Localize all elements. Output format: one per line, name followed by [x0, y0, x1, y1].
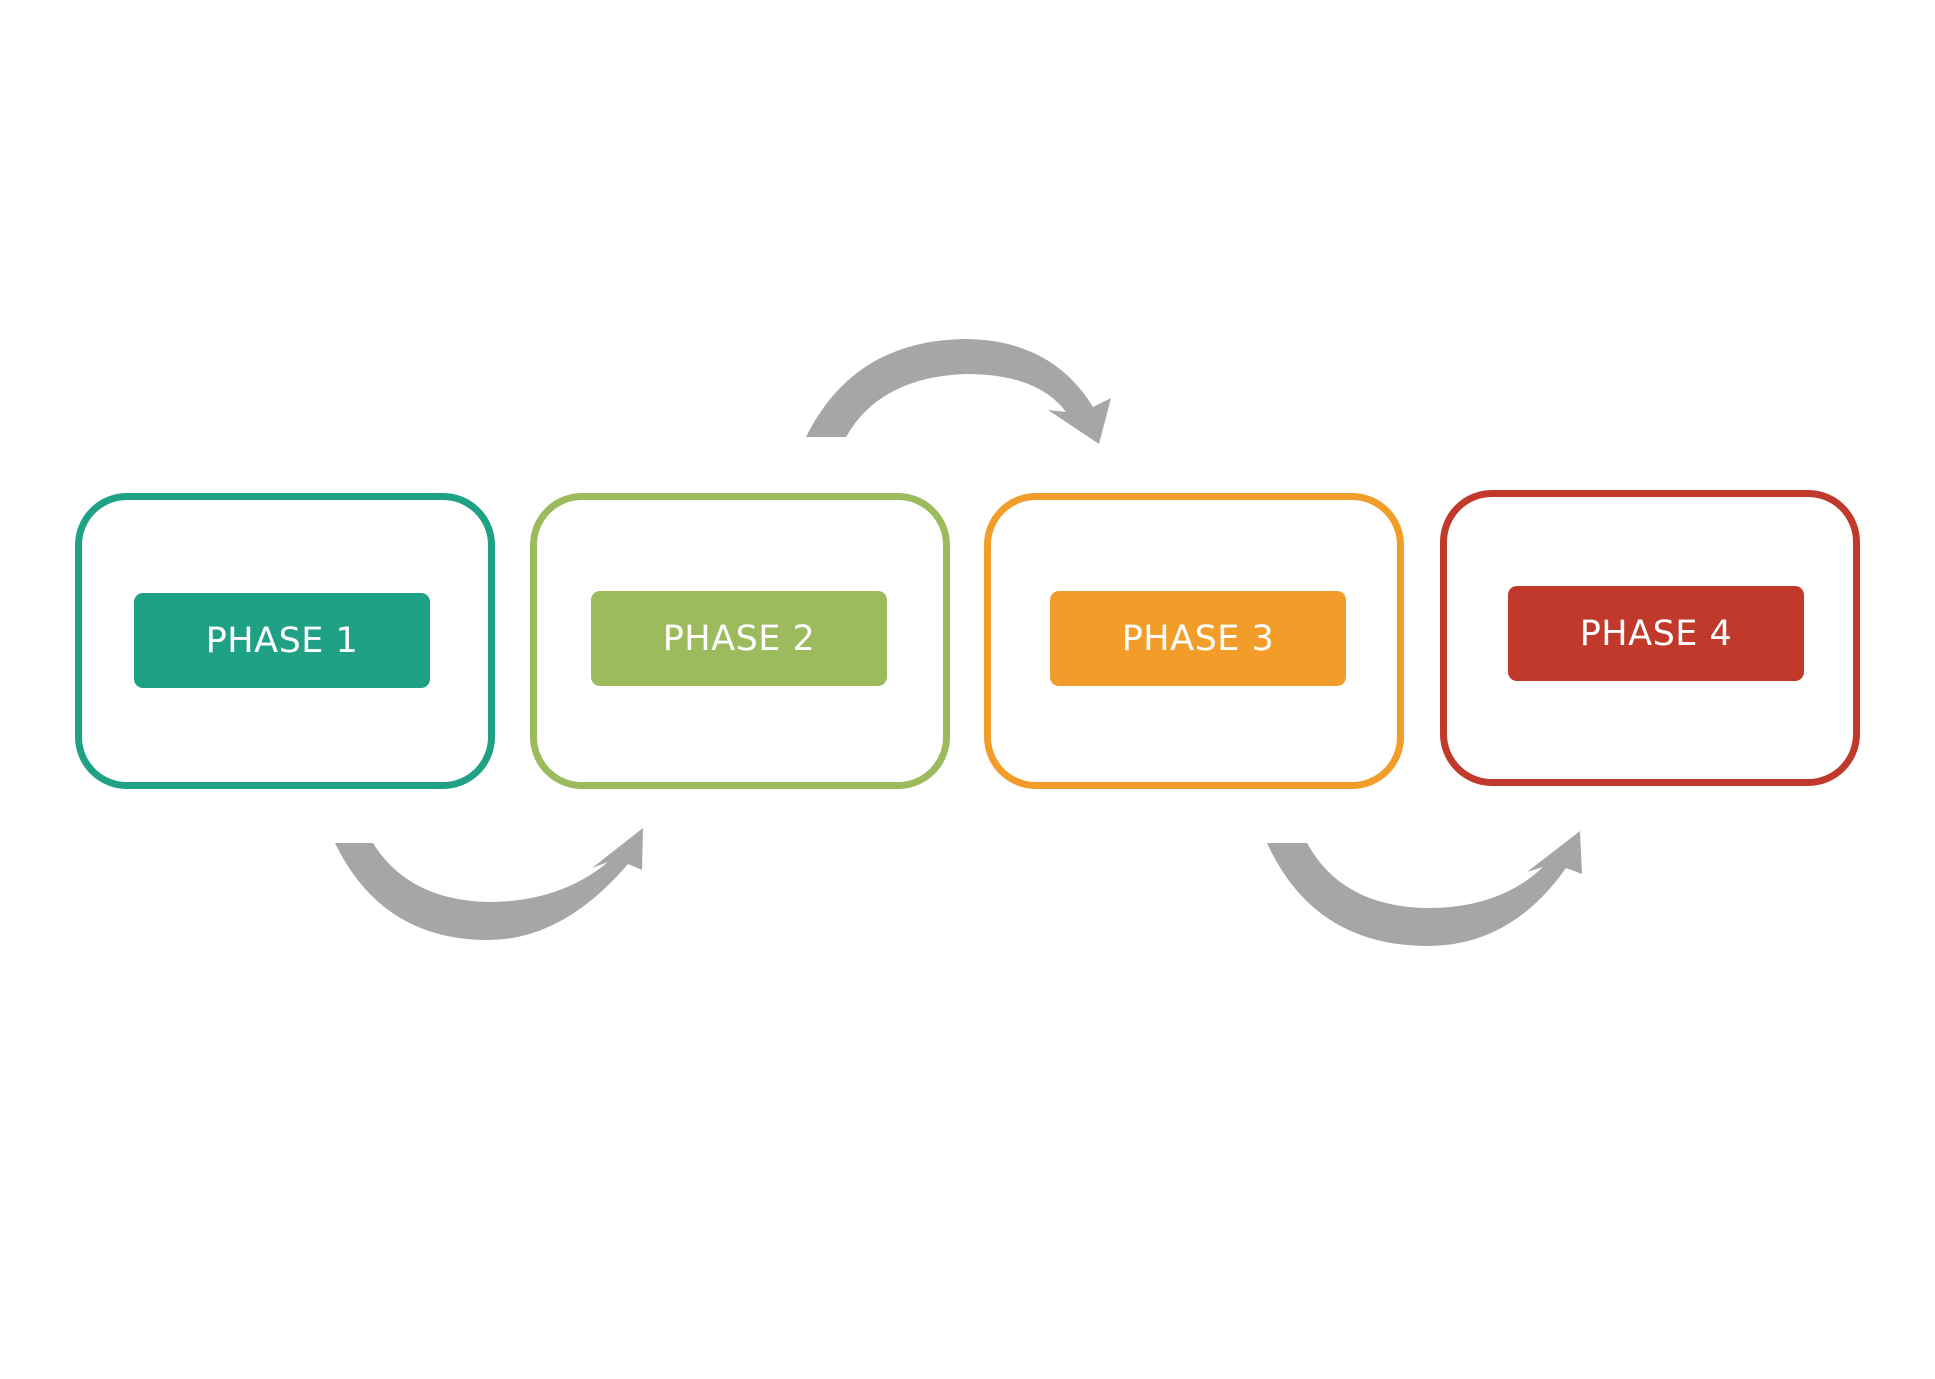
arrow-phase2-to-phase3-icon	[806, 339, 1111, 444]
phase-4-label: PHASE 4	[1508, 586, 1804, 681]
phase-3-label: PHASE 3	[1050, 591, 1346, 686]
phase-1-label: PHASE 1	[134, 593, 430, 688]
phase-2-label: PHASE 2	[591, 591, 887, 686]
arrow-phase1-to-phase2-icon	[335, 828, 643, 940]
arrow-phase3-to-phase4-icon	[1267, 831, 1582, 946]
